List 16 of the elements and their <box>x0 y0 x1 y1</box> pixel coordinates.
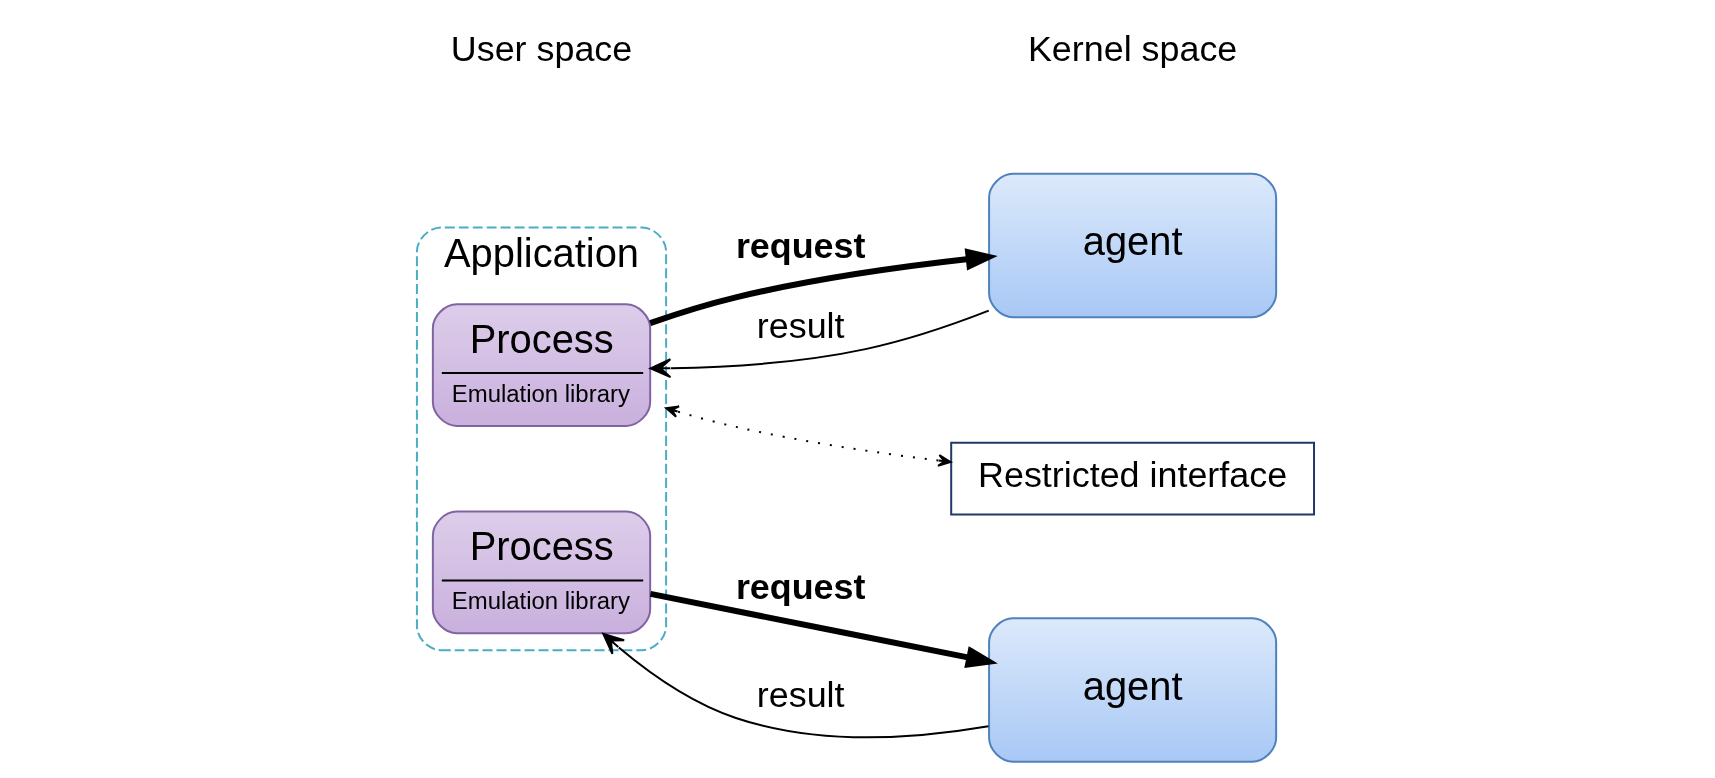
node-box: agent <box>988 617 1278 763</box>
arrow <box>649 590 998 669</box>
arrow <box>602 632 990 739</box>
node-box: Restricted interface <box>950 441 1316 516</box>
arrow <box>665 405 952 467</box>
edge-label: result <box>756 674 845 715</box>
arrow <box>649 248 998 326</box>
node-box: Process Emulation library <box>431 510 652 635</box>
edge-label: request <box>735 226 866 267</box>
label: User space <box>450 28 633 69</box>
label: Kernel space <box>1027 28 1238 69</box>
node-box: agent <box>988 172 1278 319</box>
edge-label: request <box>735 567 866 608</box>
arrow <box>649 309 990 379</box>
edge-label: result <box>756 305 845 346</box>
node-box: Process Emulation library <box>431 303 652 427</box>
